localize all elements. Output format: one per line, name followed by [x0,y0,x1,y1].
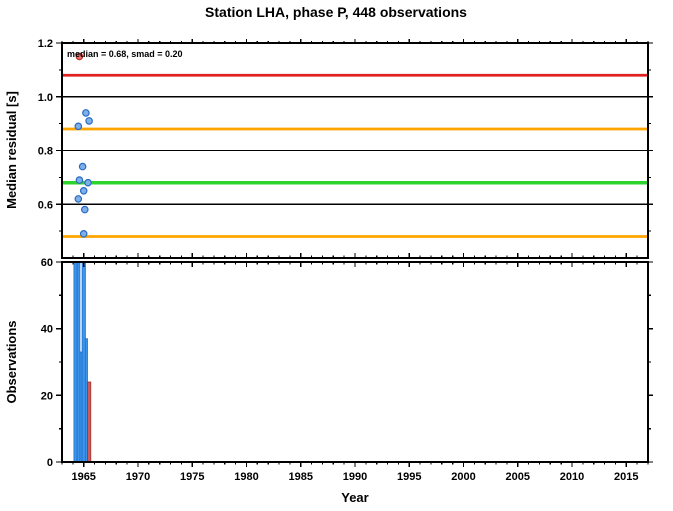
observations-y-axis-title: Observations [4,320,19,403]
residual-y-axis-title: Median residual [s] [4,91,19,209]
observations-panel-axes: 0 20 40 60 1965 1970 1975 1980 1985 1990 1995 2000 2… [41,257,653,483]
observations-panel-frame [61,261,649,463]
scatter-point [81,205,89,214]
x-axis-title: Year [341,490,368,505]
x-tick-label: 1965 [71,471,95,483]
x-tick-label: 1970 [126,471,150,483]
y-tick-label: 20 [41,390,53,402]
histogram-bar [76,261,81,463]
y-tick-label: 0.8 [38,146,53,158]
histogram-bar [87,381,92,463]
scatter-point [74,195,83,203]
y-tick-label: 0.6 [38,199,53,211]
scatter-point [84,178,92,187]
x-tick-label: 1980 [234,471,258,483]
histogram-bar [73,261,78,463]
y-tick-label: 1.2 [38,38,53,50]
x-tick-label: 1985 [288,471,312,483]
observations-panel-content [73,261,92,463]
residual-panel-content [62,52,648,238]
x-tick-label: 2010 [560,471,584,483]
scatter-point [79,230,88,238]
x-tick-label: 1990 [343,471,367,483]
chart-title: Station LHA, phase P, 448 observations [205,4,467,20]
y-tick-label: 0 [47,457,53,469]
scatter-point [85,117,93,125]
y-tick-label: 1.0 [38,92,53,104]
y-tick-label: 40 [41,324,53,336]
x-tick-label: 1995 [397,471,421,483]
x-tick-label: 2005 [506,471,530,483]
y-tick-label: 60 [41,257,53,269]
x-tick-label: 2000 [451,471,475,483]
scatter-point [78,162,87,171]
scatter-point [75,176,84,184]
residual-panel-axes: 0.6 0.8 1.0 1.2 [38,38,653,258]
median-smad-annotation: median = 0.68, smad = 0.20 [67,49,183,59]
x-tick-label: 2015 [614,471,638,483]
x-tick-label: 1975 [180,471,204,483]
scatter-point [79,187,88,195]
scatter-point [82,109,90,117]
outlier-point [75,52,84,61]
scatter-point [74,122,83,131]
